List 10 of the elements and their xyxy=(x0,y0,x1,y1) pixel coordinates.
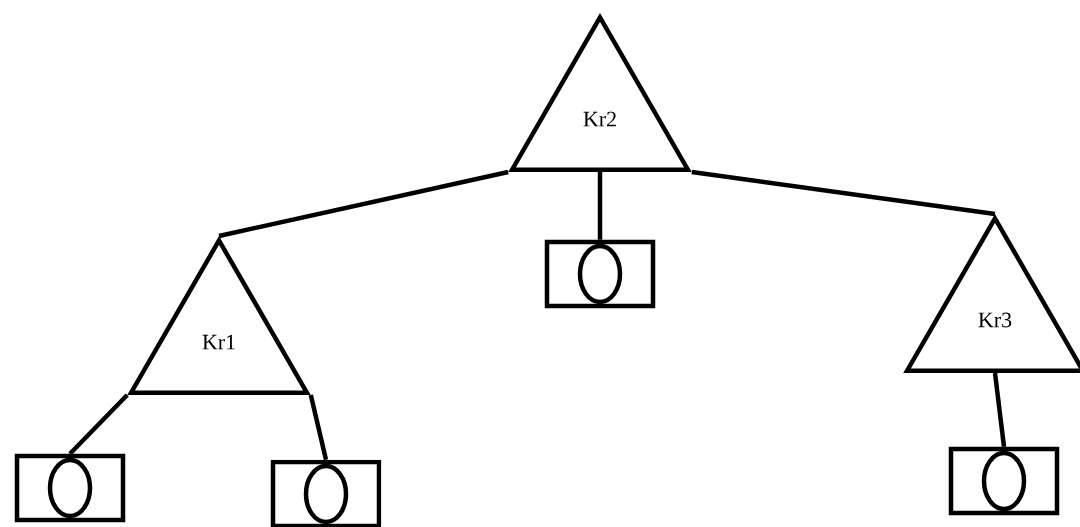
box-with-ellipse xyxy=(14,453,126,523)
box-with-ellipse xyxy=(948,446,1060,516)
connector-line xyxy=(218,169,509,239)
box-with-ellipse xyxy=(270,459,382,527)
connector-line xyxy=(308,394,329,461)
connector-line xyxy=(597,172,603,240)
box-with-ellipse xyxy=(544,239,656,309)
connector-line xyxy=(691,169,996,217)
connector-line xyxy=(68,393,129,456)
connector-line xyxy=(992,372,1007,447)
